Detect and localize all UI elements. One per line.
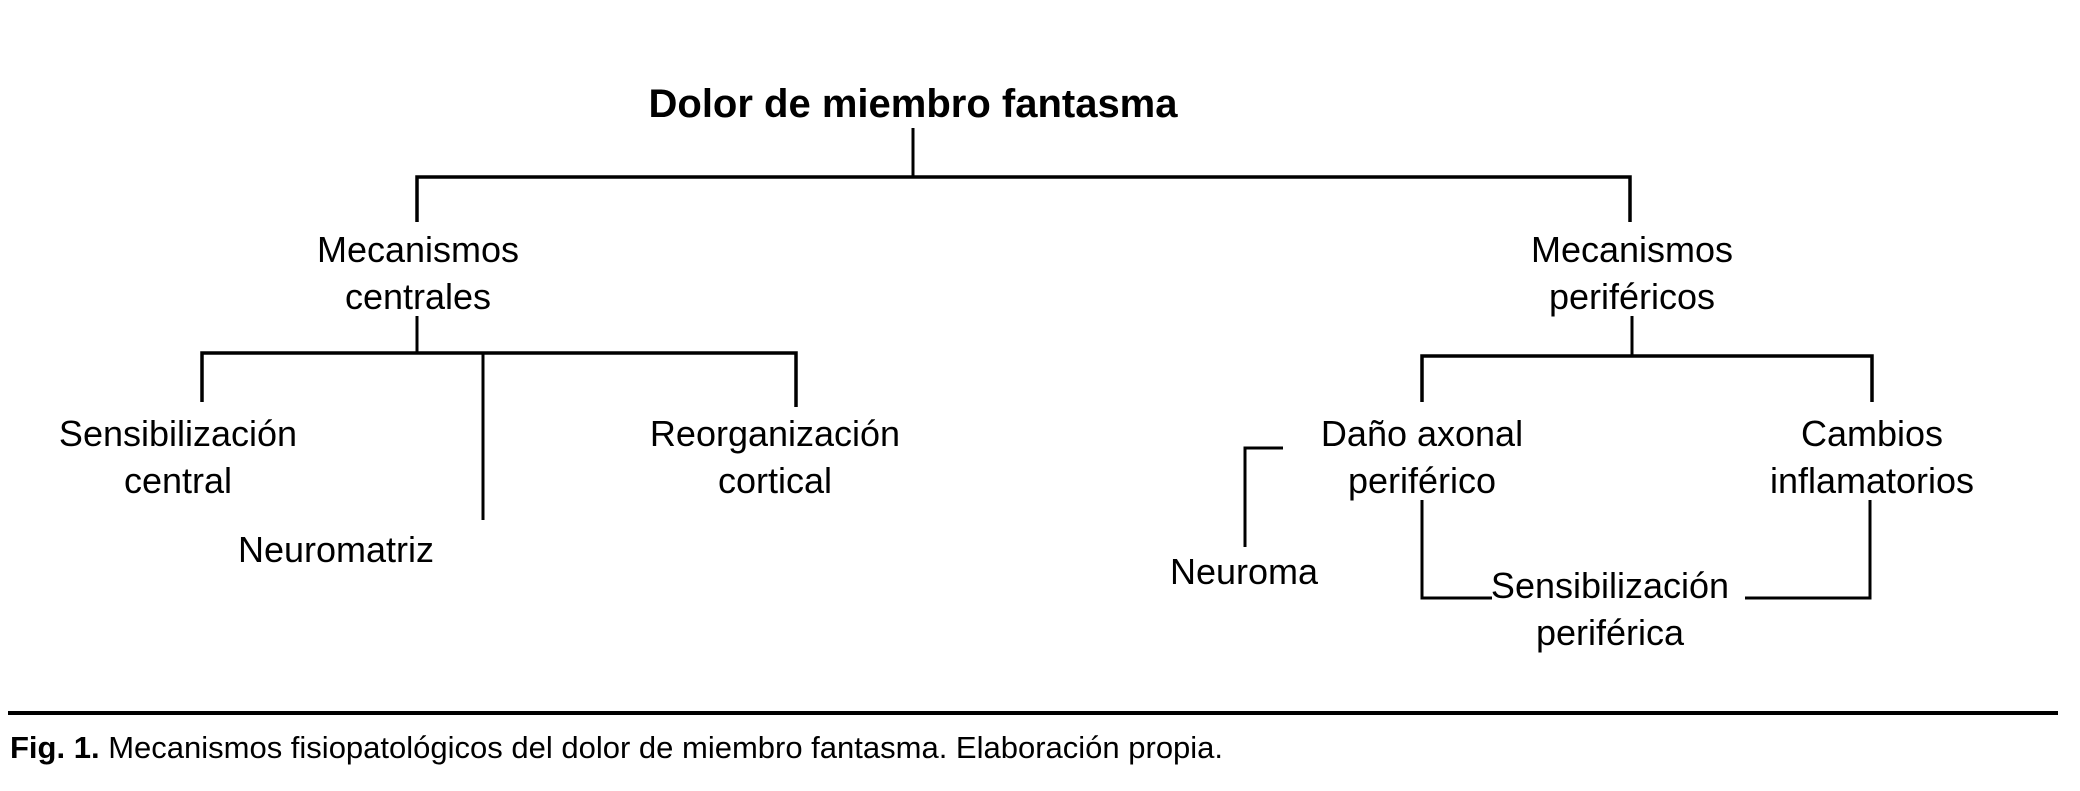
connector-peripheral-branch bbox=[1420, 354, 1874, 402]
node-line: cortical bbox=[717, 460, 833, 501]
node-neuroma: Neuroma bbox=[1170, 548, 1318, 595]
node-line: inflamatorios bbox=[1769, 460, 1975, 501]
node-line: periféricos bbox=[1548, 276, 1716, 317]
node-mecanismos-centrales: Mecanismos centrales bbox=[317, 226, 519, 320]
node-root-title: Dolor de miembro fantasma bbox=[648, 82, 1178, 126]
figure-caption: Fig. 1. Mecanismos fisiopatológicos del … bbox=[10, 728, 1223, 768]
node-line: Neuroma bbox=[1169, 551, 1319, 592]
node-cambios-inflamatorios: Cambios inflamatorios bbox=[1770, 410, 1974, 504]
node-dano-axonal: Daño axonal periférico bbox=[1321, 410, 1523, 504]
node-line: Reorganización bbox=[649, 413, 901, 454]
figure-caption-label: Fig. 1. bbox=[10, 730, 100, 765]
node-line: Mecanismos bbox=[316, 229, 520, 270]
node-reorganizacion-cortical: Reorganización cortical bbox=[650, 410, 900, 504]
connector-dano-sensperif-elbow bbox=[1420, 500, 1492, 600]
node-line: central bbox=[123, 460, 233, 501]
node-mecanismos-perifericos: Mecanismos periféricos bbox=[1531, 226, 1733, 320]
node-line: Mecanismos bbox=[1530, 229, 1734, 270]
connector-top-branch bbox=[415, 175, 1632, 222]
node-line: Cambios bbox=[1800, 413, 1944, 454]
node-line: Neuromatriz bbox=[237, 529, 435, 570]
node-sensibilizacion-periferica: Sensibilización periférica bbox=[1491, 562, 1729, 656]
node-line: Sensibilización bbox=[1490, 565, 1730, 606]
node-line: periférico bbox=[1347, 460, 1497, 501]
connector-neuroma-elbow bbox=[1243, 446, 1283, 547]
node-sensibilizacion-central: Sensibilización central bbox=[59, 410, 297, 504]
node-neuromatriz: Neuromatriz bbox=[238, 526, 434, 573]
node-line: periférica bbox=[1535, 612, 1685, 653]
node-line: Sensibilización bbox=[58, 413, 298, 454]
connector-central-branch bbox=[200, 351, 798, 407]
node-line: centrales bbox=[344, 276, 492, 317]
figure-caption-text: Mecanismos fisiopatológicos del dolor de… bbox=[99, 730, 1224, 765]
connector-cambios-sensperif-elbow bbox=[1745, 500, 1872, 600]
node-line: Daño axonal bbox=[1320, 413, 1524, 454]
